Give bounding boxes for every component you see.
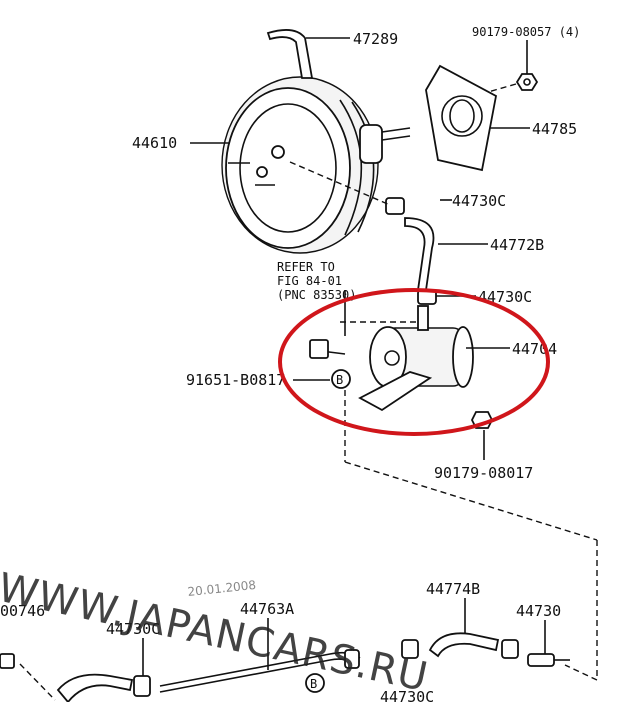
marker-b-upper: B bbox=[331, 369, 351, 389]
label-44730: 44730 bbox=[516, 602, 561, 620]
label-44774b: 44774B bbox=[426, 580, 480, 598]
hose-44772b bbox=[404, 217, 435, 291]
seal-strip bbox=[266, 29, 314, 79]
clip-lower-left bbox=[133, 675, 151, 697]
clip-44730c-upper bbox=[385, 197, 405, 215]
gasket-44785 bbox=[425, 64, 498, 172]
leader-lines bbox=[142, 37, 546, 676]
svg-text:B: B bbox=[336, 373, 343, 387]
label-44610: 44610 bbox=[132, 134, 177, 152]
hose-44774b bbox=[428, 632, 500, 658]
label-90179-08017: 90179-08017 bbox=[434, 464, 533, 482]
label-44763a: 44763A bbox=[240, 600, 294, 618]
label-91651-b0817: 91651-B0817 bbox=[186, 371, 285, 389]
highlight-ellipse bbox=[278, 288, 550, 436]
label-00746: 00746 bbox=[0, 602, 45, 620]
watermark-date: 20.01.2008 bbox=[187, 578, 257, 599]
part-labels: 47289 90179-08057 (4) 44610 44785 44730C… bbox=[0, 25, 580, 702]
reference-line-3: (PNC 83530) bbox=[277, 288, 356, 302]
hose-lower-left bbox=[56, 673, 134, 702]
clip-bottom-2 bbox=[501, 639, 519, 659]
label-44785: 44785 bbox=[532, 120, 577, 138]
label-44730c-lower-left: 44730C bbox=[106, 620, 160, 638]
label-44730c-upper: 44730C bbox=[452, 192, 506, 210]
vacuum-tank-44704 bbox=[309, 305, 474, 412]
label-44772b: 44772B bbox=[490, 236, 544, 254]
svg-text:B: B bbox=[310, 677, 317, 691]
label-44704: 44704 bbox=[512, 340, 557, 358]
label-90179-08057: 90179-08057 (4) bbox=[472, 25, 580, 39]
label-47289: 47289 bbox=[353, 30, 398, 48]
watermark: 20.01.2008 WWW.JAPANCARS.RU bbox=[0, 565, 432, 701]
fitting-left-edge bbox=[0, 653, 15, 669]
reference-note: REFER TO FIG 84-01 (PNC 83530) bbox=[277, 260, 356, 302]
nut-90179-08057 bbox=[515, 73, 539, 91]
clip-bottom-1 bbox=[401, 639, 419, 659]
dashed-guides bbox=[19, 83, 598, 701]
reference-line-1: REFER TO bbox=[277, 260, 335, 274]
reference-line-2: FIG 84-01 bbox=[277, 274, 342, 288]
check-valve-44730 bbox=[527, 653, 570, 667]
marker-b-lower: B bbox=[305, 673, 325, 693]
clip-lower-mid bbox=[344, 649, 360, 669]
label-44730c-bottom: 44730C bbox=[380, 688, 434, 702]
label-44730c-mid: 44730C bbox=[478, 288, 532, 306]
brake-booster bbox=[221, 76, 411, 254]
